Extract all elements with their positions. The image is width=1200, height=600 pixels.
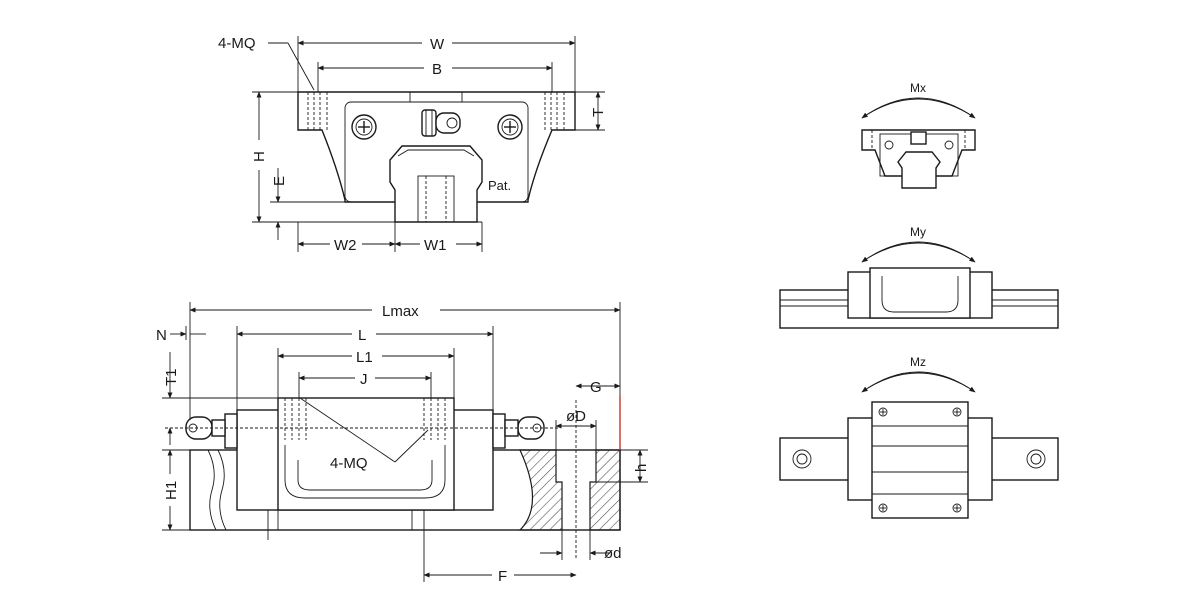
moment-mz-view: Mz	[779, 355, 1059, 519]
f-label: F	[498, 568, 507, 585]
dim-n: N	[156, 326, 206, 344]
leader-mq-side: 4-MQ	[299, 397, 429, 472]
phi-d-big-label: øD	[566, 408, 586, 425]
h-label: H	[251, 151, 268, 162]
side-end-seal-left	[224, 413, 238, 449]
side-end-seal-right	[492, 413, 506, 449]
front-screw-right-icon	[497, 114, 523, 140]
moment-mx-view: Mx	[861, 81, 976, 189]
dim-f: F	[423, 540, 577, 585]
e-label: E	[271, 176, 288, 186]
side-tap-holes	[284, 398, 446, 440]
front-grease-nipple-icon	[421, 109, 461, 137]
side-block-main	[277, 397, 455, 511]
b-label: B	[432, 61, 442, 78]
phi-d-small-label: ød	[604, 545, 622, 562]
mz-label: Mz	[910, 355, 926, 369]
moment-my-view: My	[779, 225, 1059, 329]
dim-h: H	[251, 91, 298, 223]
dim-l: L	[236, 326, 494, 410]
dim-t: T	[575, 91, 607, 131]
dim-t1: T1	[162, 352, 278, 445]
mq-side-label: 4-MQ	[330, 455, 368, 472]
dim-phi-d-small: ød	[540, 530, 622, 562]
mq-top-label: 4-MQ	[218, 35, 256, 52]
t1-label: T1	[163, 368, 180, 386]
dim-l1: L1	[277, 348, 455, 398]
g-label: G	[590, 379, 602, 396]
dim-h1: H1	[162, 449, 190, 531]
pat-label: Pat.	[488, 178, 511, 193]
my-label: My	[910, 225, 926, 239]
dim-j: J	[298, 371, 432, 398]
w2-label: W2	[334, 237, 357, 254]
dim-phi-d-big: øD	[555, 408, 597, 450]
front-screw-left-icon	[351, 114, 377, 140]
lmax-label: Lmax	[382, 303, 419, 320]
dim-b: B	[317, 61, 553, 92]
dim-h-small: h	[596, 449, 650, 483]
h-small-label: h	[633, 464, 650, 472]
dim-e: E	[270, 168, 345, 240]
l-label: L	[358, 327, 366, 344]
dim-w2-w1: W2 W1	[297, 222, 483, 254]
j-label: J	[360, 371, 368, 388]
leader-mq-top: 4-MQ	[218, 35, 315, 91]
side-view: 4-MQ Lmax L L1	[156, 302, 650, 585]
t-label: T	[590, 108, 607, 117]
n-label: N	[156, 327, 167, 344]
w1-label: W1	[424, 237, 447, 254]
dim-g: G	[575, 379, 621, 450]
front-rail-profile	[389, 145, 483, 223]
front-tap-holes	[307, 92, 565, 130]
w-label: W	[430, 36, 445, 53]
mx-label: Mx	[910, 81, 926, 95]
dim-w: W	[297, 36, 576, 92]
l1-label: L1	[356, 349, 373, 366]
mz-screw-icons	[878, 407, 962, 513]
h1-label: H1	[163, 481, 180, 500]
front-view: Pat. W B 4-MQ H	[218, 35, 607, 254]
